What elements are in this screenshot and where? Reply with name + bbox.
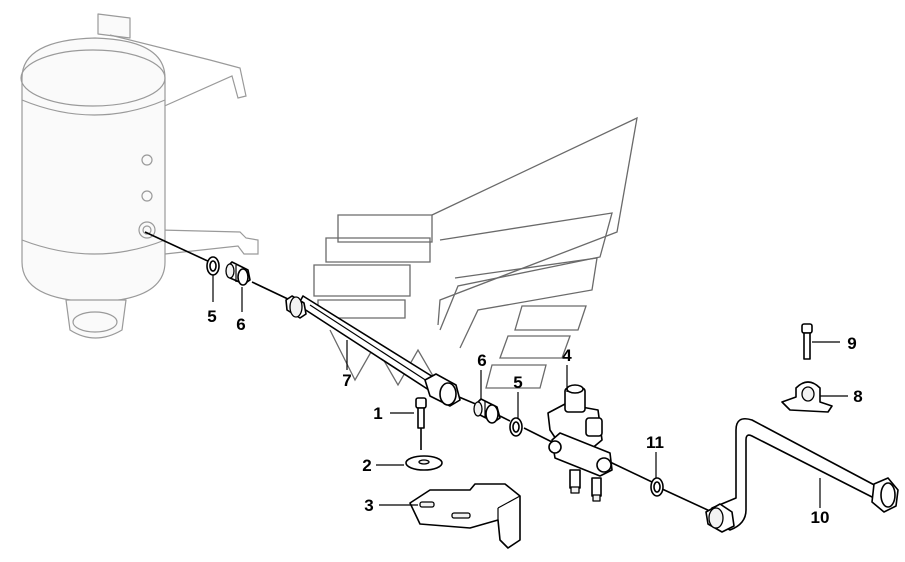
pipe-clamp-8 bbox=[781, 381, 833, 413]
sealing-ring-5-left bbox=[206, 256, 220, 276]
pressure-valve-4 bbox=[547, 384, 613, 502]
sealing-ring-11 bbox=[650, 477, 664, 497]
callout-7: 7 bbox=[342, 371, 351, 390]
callout-1: 1 bbox=[373, 404, 382, 423]
callout-9: 9 bbox=[847, 334, 856, 353]
watermark-logo bbox=[313, 116, 638, 389]
sealing-ring-5-right bbox=[509, 417, 523, 437]
screw-9 bbox=[801, 323, 813, 360]
callout-6-left: 6 bbox=[236, 315, 245, 334]
bracket-3 bbox=[409, 483, 521, 549]
callout-5-left: 5 bbox=[207, 307, 216, 326]
callout-leaders bbox=[212, 275, 848, 508]
callout-3: 3 bbox=[364, 496, 373, 515]
air-tank bbox=[20, 13, 259, 339]
callout-4: 4 bbox=[562, 346, 572, 365]
air-hose-7 bbox=[285, 295, 461, 407]
callout-10: 10 bbox=[811, 508, 830, 527]
callout-5-right: 5 bbox=[513, 373, 522, 392]
air-pipe-10 bbox=[705, 417, 899, 533]
callout-2: 2 bbox=[362, 456, 371, 475]
callout-8: 8 bbox=[853, 387, 862, 406]
callout-labels: 1 2 3 4 5 5 6 6 7 8 9 10 11 bbox=[207, 307, 862, 527]
bolt-1 bbox=[415, 397, 427, 429]
union-fitting-6-right bbox=[473, 398, 501, 424]
callout-11: 11 bbox=[646, 433, 664, 452]
washer-2 bbox=[405, 455, 443, 471]
callout-6-right: 6 bbox=[477, 351, 486, 370]
union-fitting-6-left bbox=[225, 261, 251, 286]
